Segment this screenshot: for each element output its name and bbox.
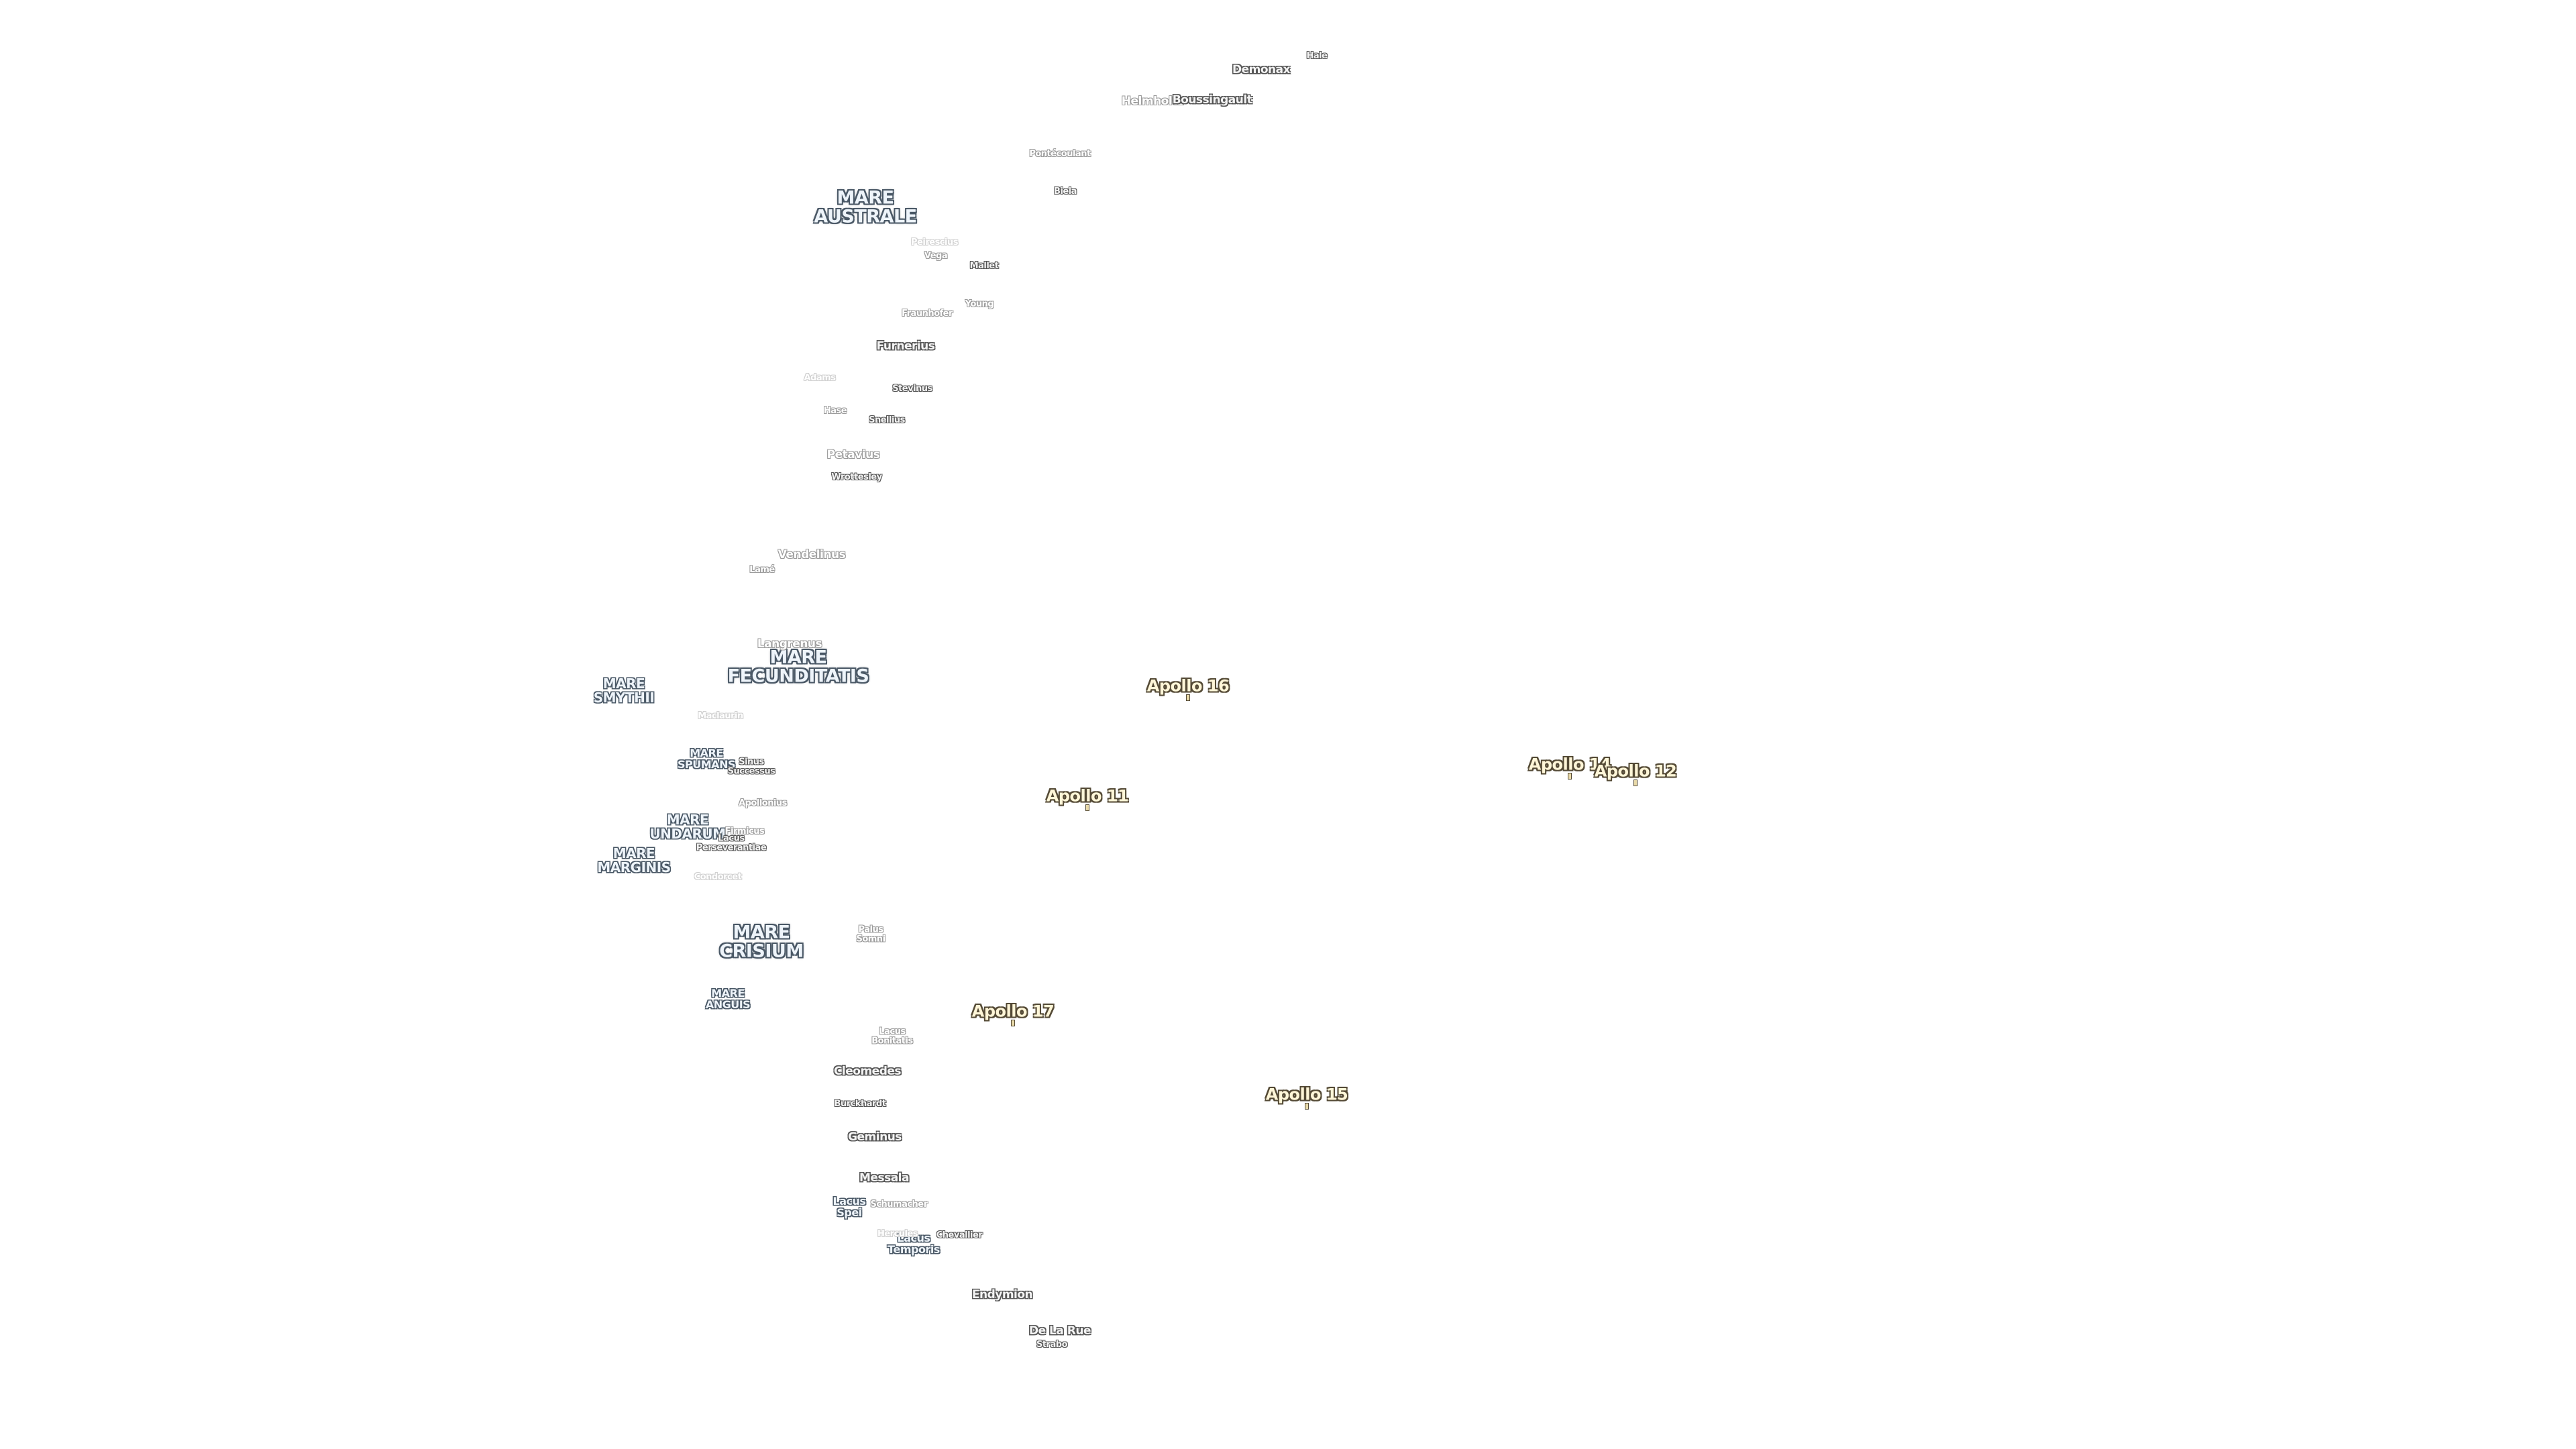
crater-label-lacus-bonitatis: Lacus Bonitatis [871,1026,913,1046]
landing-site-label-apollo-15[interactable]: Apollo 15 [1265,1085,1348,1104]
crater-label-langrenus: Langrenus [757,637,822,651]
crater-label-endymion: Endymion [971,1288,1033,1302]
crater-label-firmicus: Firmicus [724,826,765,837]
crater-label-de-la-rue: De La Rue [1028,1324,1091,1338]
landing-site-label-apollo-11[interactable]: Apollo 11 [1046,786,1129,806]
mare-label-mare-australe: MARE AUSTRALE [814,187,917,227]
crater-label-demonax: Demonax [1232,63,1291,77]
landing-site-label-apollo-16[interactable]: Apollo 16 [1146,676,1230,696]
crater-label-messala: Messala [859,1171,909,1185]
crater-label-burckhardt: Burckhardt [834,1099,886,1110]
mare-label-mare-crisium: MARE CRISIUM [719,922,804,962]
landing-site-marker-icon[interactable] [1305,1103,1309,1110]
crater-label-hase: Hase [823,406,847,417]
crater-label-boussingault: Boussingault [1172,93,1252,107]
landing-site-marker-icon[interactable] [1085,804,1089,811]
mare-label-mare-marginis: MARE MARGINIS [597,845,671,875]
crater-label-snellius: Snellius [869,415,905,426]
crater-label-apollonius: Apollonius [739,798,787,809]
crater-label-adams: Adams [804,373,836,384]
crater-label-schumacher: Schumacher [870,1199,928,1210]
mare-label-mare-undarum: MARE UNDARUM [649,812,726,842]
mare-label-lacus-temporis: Lacus Temporis [888,1232,940,1256]
crater-label-mallet: Mallet [969,261,999,272]
landing-site-marker-icon[interactable] [1186,694,1190,701]
crater-label-pont-coulant: Pontécoulant [1029,149,1091,160]
crater-label-strabo: Strabo [1036,1340,1068,1350]
crater-label-geminus: Geminus [848,1130,902,1144]
crater-label-cleomedes: Cleomedes [833,1065,902,1079]
crater-label-stevinus: Stevinus [892,384,932,394]
crater-label-lam: Lamé [749,565,775,576]
crater-label-petavius: Petavius [826,448,880,462]
landing-site-label-apollo-14[interactable]: Apollo 14 [1528,755,1611,774]
crater-label-maclaurin: Maclaurin [698,711,743,722]
crater-label-condorcet: Condorcet [694,872,742,883]
crater-label-palus-somni: Palus Somni [856,924,885,944]
crater-label-hale: Hale [1306,51,1328,62]
mare-label-mare-anguis: MARE ANGUIS [705,987,751,1011]
crater-label-chevallier: Chevallier [936,1230,983,1241]
crater-label-lacus-perseverantiae: Lacus Perseverantiae [696,833,767,853]
crater-label-fraunhofer: Fraunhofer [902,309,953,319]
crater-label-young: Young [965,299,994,310]
mare-label-mare-smythii: MARE SMYTHII [593,676,655,706]
crater-label-biela: Biela [1054,186,1077,197]
crater-label-peirescius: Peirescius [911,237,958,248]
crater-label-sinus-successus: Sinus Successus [727,757,775,776]
mare-label-mare-spumans: MARE SPUMANS [678,747,735,771]
crater-label-helmholtz: Helmholtz [1121,95,1184,109]
crater-label-wrottesley: Wrottesley [831,472,882,483]
landing-site-marker-icon[interactable] [1633,780,1638,786]
crater-label-hercules: Hercules [877,1229,918,1240]
crater-label-vendelinus: Vendelinus [777,548,846,562]
landing-site-marker-icon[interactable] [1011,1020,1015,1026]
landing-site-label-apollo-17[interactable]: Apollo 17 [971,1002,1055,1021]
mare-label-mare-fecunditatis: MARE FECUNDITATIS [727,647,869,687]
landing-site-label-apollo-12[interactable]: Apollo 12 [1594,761,1677,781]
crater-label-vega: Vega [924,251,948,262]
mare-label-lacus-spei: Lacus Spei [833,1195,866,1219]
crater-label-furnerius: Furnerius [876,339,935,354]
landing-site-marker-icon[interactable] [1568,773,1572,780]
